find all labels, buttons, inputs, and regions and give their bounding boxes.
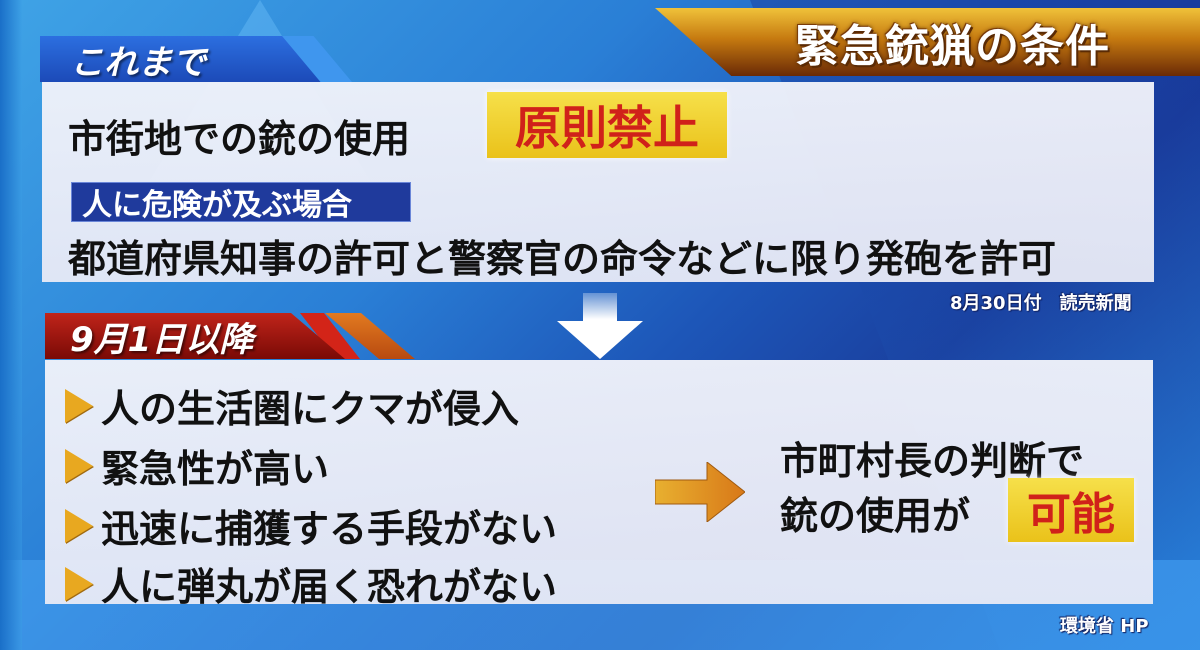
triangle-bullet-icon <box>65 508 93 543</box>
condition-item: 迅速に捕獲する手段がない <box>65 498 557 553</box>
down-arrow-icon <box>557 293 643 359</box>
condition-text: 人に弾丸が届く恐れがない <box>101 565 558 609</box>
permitted-badge: 可能 <box>1008 478 1134 542</box>
source-citation-ministry: 環境省 HP <box>1060 616 1149 637</box>
background-left-edge <box>0 0 22 650</box>
panel-after: 人の生活圏にクマが侵入 緊急性が高い 迅速に捕獲する手段がない 人に弾丸が届く恐… <box>45 360 1153 609</box>
title-banner: 緊急銃猟の条件 <box>655 8 1200 76</box>
before-line2: 都道府県知事の許可と警察官の命令などに限り発砲を許可 <box>68 237 1057 281</box>
condition-text: 緊急性が高い <box>101 447 330 491</box>
triangle-bullet-icon <box>65 448 93 483</box>
right-arrow-icon <box>655 462 745 522</box>
panel-before: 市街地での銃の使用 原則禁止 人に危険が及ぶ場合 都道府県知事の許可と警察官の命… <box>42 82 1154 282</box>
prohibited-badge: 原則禁止 <box>487 92 727 158</box>
prohibited-badge-label: 原則禁止 <box>515 101 699 155</box>
result-line2: 銃の使用が <box>780 494 971 538</box>
section-header-after: 9月1日以降 <box>45 313 345 359</box>
section-header-after-label: 9月1日以降 <box>70 319 254 360</box>
danger-sub-label-text: 人に危険が及ぶ場合 <box>82 188 352 223</box>
condition-text: 人の生活圏にクマが侵入 <box>101 387 520 431</box>
page-title: 緊急銃猟の条件 <box>795 21 1110 72</box>
source-citation-newspaper: 8月30日付 読売新聞 <box>950 293 1132 314</box>
condition-item: 人に弾丸が届く恐れがない <box>65 556 557 611</box>
condition-text: 迅速に捕獲する手段がない <box>101 507 558 551</box>
triangle-bullet-icon <box>65 388 93 423</box>
triangle-bullet-icon <box>65 566 93 601</box>
condition-item: 人の生活圏にクマが侵入 <box>65 378 519 433</box>
permitted-badge-label: 可能 <box>1027 489 1115 540</box>
danger-sub-label: 人に危険が及ぶ場合 <box>71 182 411 223</box>
result-line1: 市町村長の判断で <box>780 439 1085 483</box>
before-line1: 市街地での銃の使用 <box>68 117 411 161</box>
condition-item: 緊急性が高い <box>65 438 329 493</box>
section-header-before-label: これまで <box>70 42 206 83</box>
